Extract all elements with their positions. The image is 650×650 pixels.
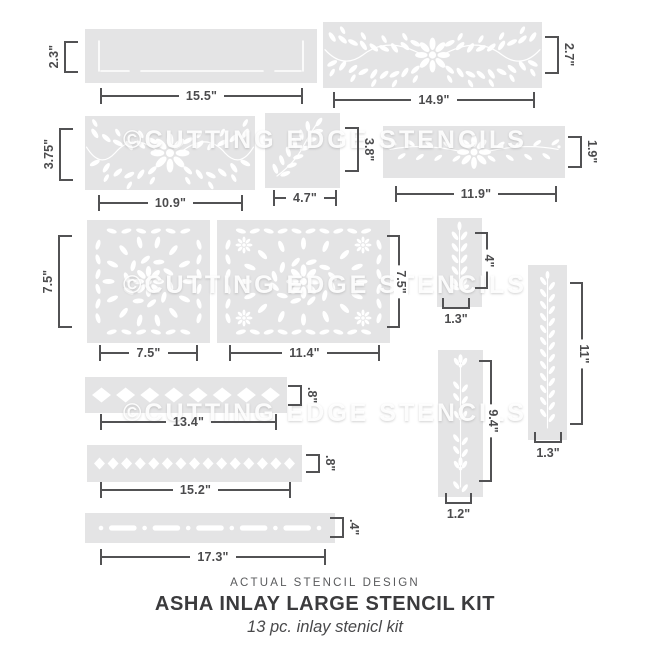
dimension-bracket <box>59 128 73 181</box>
stencil-panel <box>217 220 390 343</box>
width-label: 1.2" <box>446 507 471 521</box>
width-label: 4.7" <box>292 191 318 205</box>
dimension-bracket <box>545 36 559 74</box>
stencil-panel <box>85 513 335 543</box>
width-label: 11.4" <box>289 346 320 360</box>
width-label: 10.9" <box>154 196 187 210</box>
width-dimension: 10.9" <box>98 195 244 211</box>
stencil-panel <box>528 265 567 440</box>
height-dimension: 7.5" <box>41 235 72 328</box>
stencil-panel <box>87 445 302 482</box>
width-label: 14.9" <box>418 93 450 107</box>
height-label: 11" <box>577 338 591 369</box>
height-label: .8" <box>305 387 319 404</box>
height-label: 7.5" <box>394 264 408 299</box>
width-label: 1.3" <box>444 312 468 326</box>
dimension-bracket <box>345 127 359 172</box>
width-dimension: 13.4" <box>100 414 278 430</box>
dimension-bracket <box>58 235 72 328</box>
width-dimension: 1.3" <box>531 432 565 460</box>
height-label: 4" <box>482 249 496 272</box>
width-dimension: 11.9" <box>395 186 558 202</box>
height-dimension: .4" <box>330 517 361 538</box>
stencil-panel <box>437 218 482 307</box>
stencil-panel <box>85 377 287 413</box>
stencil-panel <box>438 350 483 497</box>
height-label: 2.3" <box>47 45 61 69</box>
height-label: 1.9" <box>585 140 599 164</box>
height-dimension: .8" <box>288 385 319 406</box>
width-dimension: 17.3" <box>100 549 327 565</box>
width-label: 11.9" <box>460 187 492 201</box>
stencil-panel <box>85 29 317 83</box>
width-label: 13.4" <box>172 415 205 429</box>
width-label: 15.5" <box>185 89 218 103</box>
height-dimension: 2.3" <box>47 41 78 73</box>
height-dimension: 2.7" <box>545 36 576 74</box>
height-label: 2.7" <box>562 43 576 67</box>
dimension-bracket <box>445 493 472 504</box>
footer-title: ASHA INLAY LARGE STENCIL KIT <box>154 593 496 615</box>
height-label: .8" <box>323 455 337 472</box>
height-label: .4" <box>347 519 361 536</box>
width-dimension: 15.2" <box>100 482 292 498</box>
width-dimension: 15.5" <box>100 88 304 104</box>
stencil-panel <box>265 113 340 188</box>
height-label: 9.4" <box>486 404 500 438</box>
height-dimension: 3.75" <box>42 128 73 181</box>
footer-subtitle: 13 pc. inlay stenicl kit <box>247 618 403 636</box>
height-dimension: 7.5" <box>387 235 408 328</box>
height-dimension: .8" <box>306 454 337 473</box>
height-dimension: 9.4" <box>479 360 500 482</box>
stencil-panel <box>383 126 565 178</box>
dimension-bracket <box>442 298 470 309</box>
dimension-bracket <box>568 136 582 168</box>
width-dimension: 11.4" <box>229 345 381 361</box>
dimension-bracket <box>64 41 78 73</box>
height-label: 7.5" <box>41 269 55 294</box>
width-dimension: 7.5" <box>99 345 199 361</box>
width-label: 1.3" <box>536 446 560 460</box>
height-label: 3.8" <box>362 137 376 162</box>
width-dimension: 1.2" <box>442 493 475 521</box>
width-dimension: 1.3" <box>441 298 471 326</box>
height-dimension: 4" <box>475 232 496 289</box>
width-dimension: 4.7" <box>273 190 338 206</box>
dimension-bracket <box>534 432 562 443</box>
stencil-panel <box>323 22 542 88</box>
height-dimension: 1.9" <box>568 136 599 168</box>
width-label: 17.3" <box>197 550 229 564</box>
stencil-panel <box>87 220 210 343</box>
footer-kicker: ACTUAL STENCIL DESIGN <box>230 577 420 589</box>
width-label: 15.2" <box>179 483 212 497</box>
dimension-bracket <box>306 454 320 473</box>
stencil-panel <box>85 116 255 190</box>
height-dimension: 3.8" <box>345 127 376 172</box>
dimension-bracket <box>330 517 344 538</box>
width-label: 7.5" <box>136 346 161 360</box>
width-dimension: 14.9" <box>333 92 536 108</box>
height-label: 3.75" <box>42 139 56 170</box>
height-dimension: 11" <box>570 282 591 425</box>
dimension-bracket <box>288 385 302 406</box>
